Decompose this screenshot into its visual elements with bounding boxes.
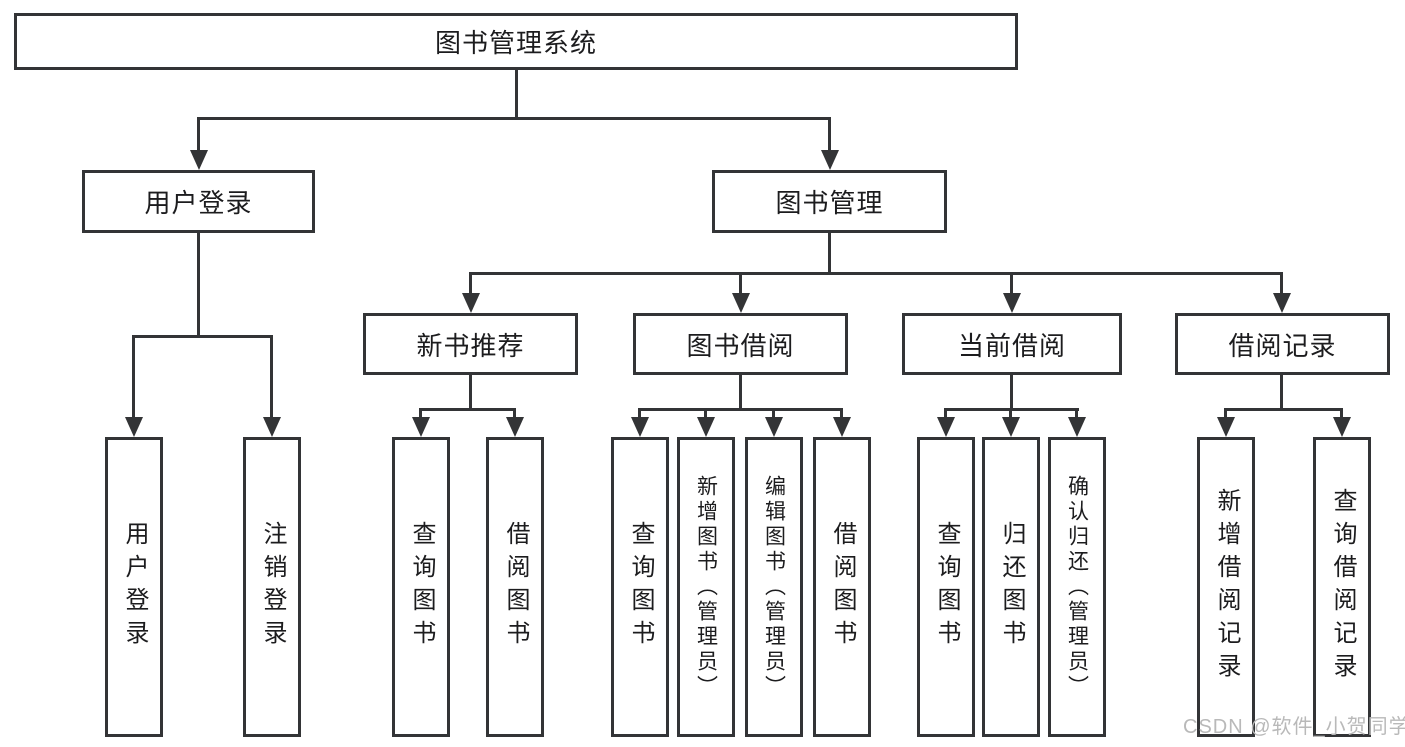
arrowhead-icon [697, 417, 715, 437]
connector [638, 408, 843, 411]
node-user-login: 用户登录 [82, 170, 315, 233]
arrowhead-icon [1273, 293, 1291, 313]
connector [739, 272, 742, 295]
connector [515, 70, 518, 117]
connector [419, 408, 422, 420]
leaf-query-books-current-label: 查询图书 [933, 521, 960, 653]
leaf-borrow-books-recommend: 借阅图书 [486, 437, 544, 737]
connector [469, 272, 1283, 275]
leaf-user-login-label: 用户登录 [121, 521, 148, 653]
leaf-query-books-current: 查询图书 [917, 437, 975, 737]
connector [1224, 408, 1227, 420]
arrowhead-icon [833, 417, 851, 437]
watermark: CSDN @软件_小贺同学 [1183, 716, 1405, 738]
node-new-book-recommend: 新书推荐 [363, 313, 578, 375]
arrowhead-icon [1333, 417, 1351, 437]
connector [419, 408, 516, 411]
leaf-logout-label: 注销登录 [259, 521, 286, 653]
node-new-book-recommend-label: 新书推荐 [416, 330, 525, 361]
leaf-return-books: 归还图书 [982, 437, 1040, 737]
connector [1280, 272, 1283, 295]
connector [828, 117, 831, 153]
node-book-management: 图书管理 [712, 170, 947, 233]
connector [772, 408, 775, 420]
node-root: 图书管理系统 [14, 13, 1018, 70]
arrowhead-icon [263, 417, 281, 437]
leaf-add-borrow-record-label: 新增借阅记录 [1213, 488, 1240, 686]
connector [638, 408, 641, 420]
connector [1340, 408, 1343, 420]
leaf-query-borrow-record: 查询借阅记录 [1313, 437, 1371, 737]
leaf-return-books-label: 归还图书 [998, 521, 1025, 653]
leaf-query-books-borrow-label: 查询图书 [627, 521, 654, 653]
leaf-query-books-recommend: 查询图书 [392, 437, 450, 737]
connector [469, 272, 472, 295]
connector [132, 335, 273, 338]
connector [840, 408, 843, 420]
leaf-edit-books-admin: 编辑图书（管理员） [745, 437, 803, 737]
connector [1009, 408, 1012, 420]
leaf-user-login: 用户登录 [105, 437, 163, 737]
arrowhead-icon [190, 150, 208, 170]
connector [197, 117, 831, 120]
connector [828, 233, 831, 272]
arrowhead-icon [412, 417, 430, 437]
leaf-query-books-recommend-label: 查询图书 [408, 521, 435, 653]
arrowhead-icon [765, 417, 783, 437]
node-book-management-label: 图书管理 [775, 188, 884, 218]
connector [197, 117, 200, 153]
arrowhead-icon [937, 417, 955, 437]
arrowhead-icon [732, 293, 750, 313]
leaf-confirm-return-admin-label: 确认归还（管理员） [1065, 474, 1089, 700]
arrowhead-icon [1217, 417, 1235, 437]
leaf-add-books-admin-label: 新增图书（管理员） [694, 474, 718, 700]
leaf-edit-books-admin-label: 编辑图书（管理员） [762, 474, 786, 700]
node-user-login-label: 用户登录 [144, 188, 253, 218]
node-current-borrow: 当前借阅 [902, 313, 1122, 375]
node-book-borrow-label: 图书借阅 [686, 330, 795, 361]
node-borrow-records-label: 借阅记录 [1228, 330, 1337, 361]
arrowhead-icon [506, 417, 524, 437]
connector [469, 375, 472, 408]
leaf-borrow-books-recommend-label: 借阅图书 [502, 521, 529, 653]
arrowhead-icon [1002, 417, 1020, 437]
leaf-borrow-books-label: 借阅图书 [829, 521, 856, 653]
leaf-add-books-admin: 新增图书（管理员） [677, 437, 735, 737]
arrowhead-icon [821, 150, 839, 170]
node-borrow-records: 借阅记录 [1175, 313, 1390, 375]
node-root-label: 图书管理系统 [434, 28, 597, 58]
connector [1280, 375, 1283, 408]
connector [1075, 408, 1078, 420]
node-current-borrow-label: 当前借阅 [957, 330, 1066, 361]
connector [197, 233, 200, 335]
connector [1010, 375, 1013, 408]
arrowhead-icon [1003, 293, 1021, 313]
connector [1010, 272, 1013, 295]
connector [270, 335, 273, 419]
leaf-add-borrow-record: 新增借阅记录 [1197, 437, 1255, 737]
arrowhead-icon [125, 417, 143, 437]
connector [739, 375, 742, 408]
connector [513, 408, 516, 420]
arrowhead-icon [1068, 417, 1086, 437]
connector [1224, 408, 1343, 411]
connector [704, 408, 707, 420]
connector [132, 335, 135, 419]
leaf-confirm-return-admin: 确认归还（管理员） [1048, 437, 1106, 737]
leaf-logout: 注销登录 [243, 437, 301, 737]
arrowhead-icon [631, 417, 649, 437]
leaf-query-books-borrow: 查询图书 [611, 437, 669, 737]
arrowhead-icon [462, 293, 480, 313]
node-book-borrow: 图书借阅 [633, 313, 848, 375]
connector [944, 408, 947, 420]
leaf-borrow-books: 借阅图书 [813, 437, 871, 737]
leaf-query-borrow-record-label: 查询借阅记录 [1329, 488, 1356, 686]
